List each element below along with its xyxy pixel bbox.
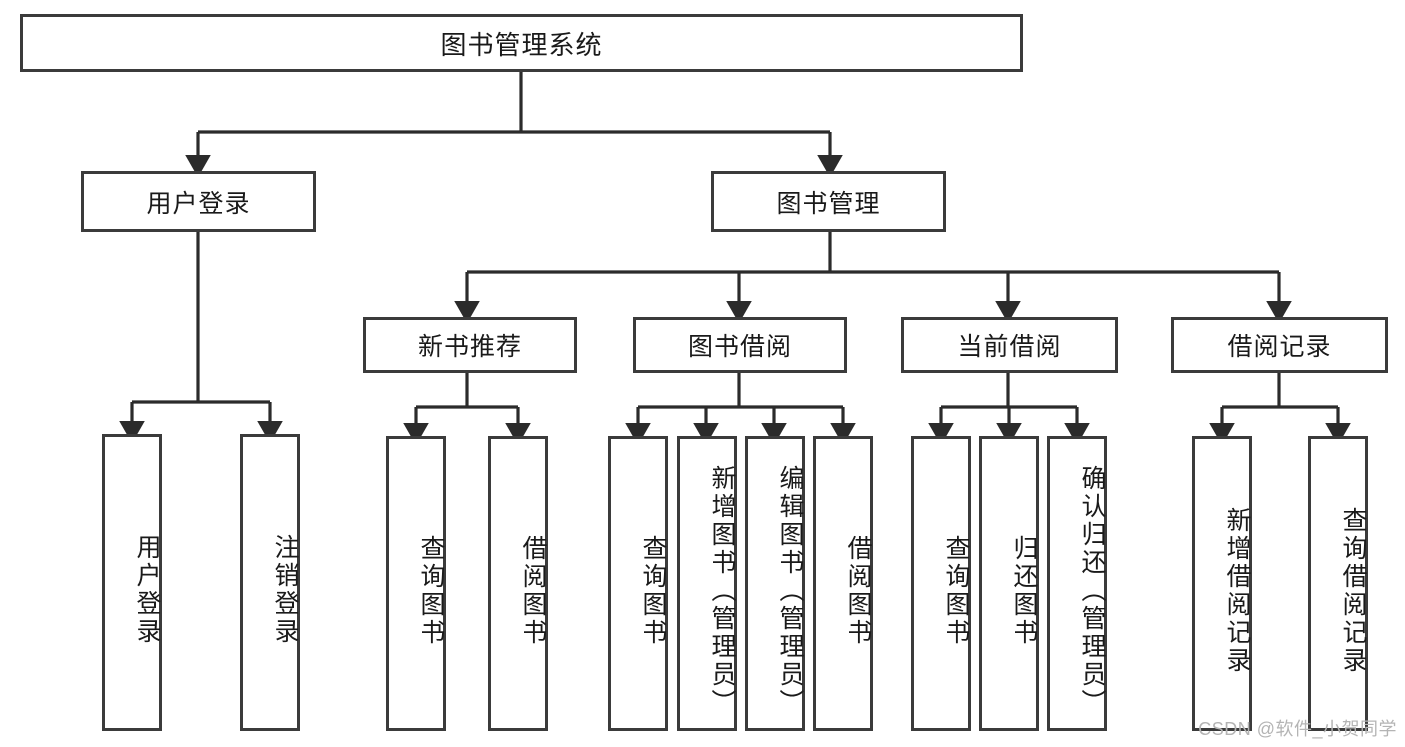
node-label: 查询图书: [417, 534, 445, 647]
watermark: CSDN @软件_小贺同学: [1198, 719, 1397, 739]
node-label: 新增图书（管理员）: [708, 464, 736, 717]
node-label: 新增借阅记录: [1223, 506, 1251, 675]
leaf-query-book-recommend[interactable]: 查询图书: [386, 436, 446, 731]
leaf-add-book-admin[interactable]: 新增图书（管理员）: [677, 436, 737, 731]
node-label: 图书管理系统: [440, 29, 603, 60]
node-label: 注销登录: [271, 533, 299, 646]
node-label: 用户登录: [133, 533, 161, 646]
leaf-borrow-book[interactable]: 借阅图书: [813, 436, 873, 731]
node-new-book-recommend[interactable]: 新书推荐: [363, 317, 577, 373]
node-label: 图书借阅: [687, 333, 792, 361]
node-borrow-record[interactable]: 借阅记录: [1171, 317, 1388, 373]
node-label: 借阅图书: [519, 534, 547, 647]
leaf-user-login[interactable]: 用户登录: [102, 434, 162, 731]
leaf-add-borrow-record[interactable]: 新增借阅记录: [1192, 436, 1252, 731]
leaf-return-book[interactable]: 归还图书: [979, 436, 1039, 731]
node-book-manage[interactable]: 图书管理: [711, 171, 946, 232]
node-label: 新书推荐: [417, 333, 522, 361]
node-label: 查询图书: [942, 534, 970, 647]
node-book-borrow[interactable]: 图书借阅: [633, 317, 847, 373]
node-label: 用户登录: [146, 189, 251, 218]
leaf-query-borrow-record[interactable]: 查询借阅记录: [1308, 436, 1368, 731]
node-user-login[interactable]: 用户登录: [81, 171, 316, 232]
node-label: 借阅图书: [844, 534, 872, 647]
node-root-book-management-system[interactable]: 图书管理系统: [20, 14, 1023, 72]
node-label: 查询图书: [639, 534, 667, 647]
node-label: 借阅记录: [1227, 333, 1332, 361]
node-label: 查询借阅记录: [1339, 506, 1367, 675]
node-label: 当前借阅: [957, 333, 1062, 361]
leaf-query-book-borrow[interactable]: 查询图书: [608, 436, 668, 731]
leaf-logout-login[interactable]: 注销登录: [240, 434, 300, 731]
leaf-edit-book-admin[interactable]: 编辑图书（管理员）: [745, 436, 805, 731]
node-label: 归还图书: [1010, 534, 1038, 647]
node-current-borrow[interactable]: 当前借阅: [901, 317, 1118, 373]
leaf-borrow-book-recommend[interactable]: 借阅图书: [488, 436, 548, 731]
node-label: 图书管理: [776, 189, 881, 218]
leaf-query-book-current[interactable]: 查询图书: [911, 436, 971, 731]
node-label: 编辑图书（管理员）: [776, 464, 804, 717]
node-label: 确认归还（管理员）: [1078, 464, 1106, 717]
leaf-confirm-return-admin[interactable]: 确认归还（管理员）: [1047, 436, 1107, 731]
